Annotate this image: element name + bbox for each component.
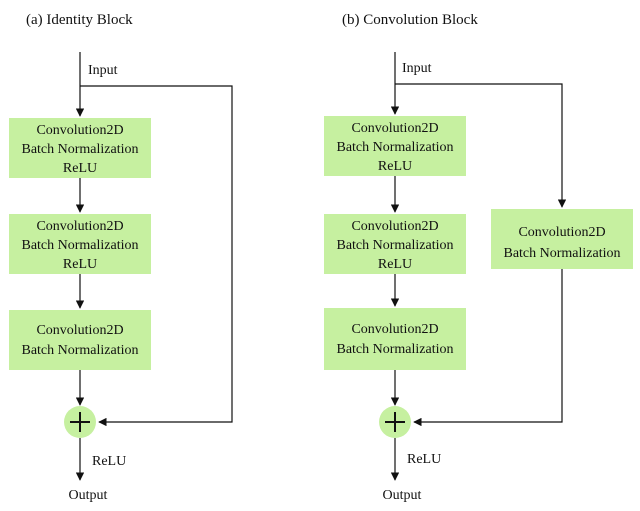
identity-block-3-line-2: Batch Normalization [21, 343, 138, 358]
edge-identity-shortcut [80, 85, 233, 427]
conv-input-label: Input [402, 61, 432, 76]
convolution-block-panel: (b) Convolution Block Input Convolution2… [324, 12, 633, 503]
identity-block-1-line-2: Batch Normalization [21, 142, 138, 157]
edge-conv-shortcut-top [395, 83, 567, 208]
identity-block-2 [9, 214, 151, 274]
edge-conv-shortcut-to-add [413, 269, 563, 427]
conv-output-label: Output [383, 488, 422, 503]
conv-shortcut-block [491, 209, 633, 269]
conv-shortcut-block-line-2: Batch Normalization [503, 246, 620, 261]
plus-icon [385, 412, 405, 432]
identity-block-1 [9, 118, 151, 178]
convolution-block-title: (b) Convolution Block [342, 12, 478, 28]
conv-shortcut-block-line-1: Convolution2D [518, 225, 605, 240]
identity-block-2-line-3: ReLU [63, 257, 97, 272]
identity-output-label: Output [69, 488, 108, 503]
identity-block-3-line-1: Convolution2D [36, 323, 123, 338]
conv-block-3-line-1: Convolution2D [351, 322, 438, 337]
conv-block-2 [324, 214, 466, 274]
conv-block-2-line-2: Batch Normalization [336, 238, 453, 253]
conv-block-1 [324, 116, 466, 176]
conv-block-1-line-3: ReLU [378, 159, 412, 174]
conv-block-1-line-2: Batch Normalization [336, 140, 453, 155]
conv-block-3-line-2: Batch Normalization [336, 342, 453, 357]
identity-block-panel: (a) Identity Block Input Convolution2D B… [9, 12, 233, 503]
conv-block-1-line-1: Convolution2D [351, 121, 438, 136]
conv-block-3 [324, 308, 466, 370]
conv-block-2-line-3: ReLU [378, 257, 412, 272]
identity-block-title: (a) Identity Block [26, 12, 133, 28]
identity-block-3 [9, 310, 151, 370]
plus-icon [70, 412, 90, 432]
conv-relu-label: ReLU [407, 452, 441, 467]
identity-block-1-line-3: ReLU [63, 161, 97, 176]
identity-block-2-line-1: Convolution2D [36, 219, 123, 234]
identity-input-label: Input [88, 63, 118, 78]
identity-block-2-line-2: Batch Normalization [21, 238, 138, 253]
identity-relu-label: ReLU [92, 454, 126, 469]
identity-block-1-line-1: Convolution2D [36, 123, 123, 138]
conv-block-2-line-1: Convolution2D [351, 219, 438, 234]
